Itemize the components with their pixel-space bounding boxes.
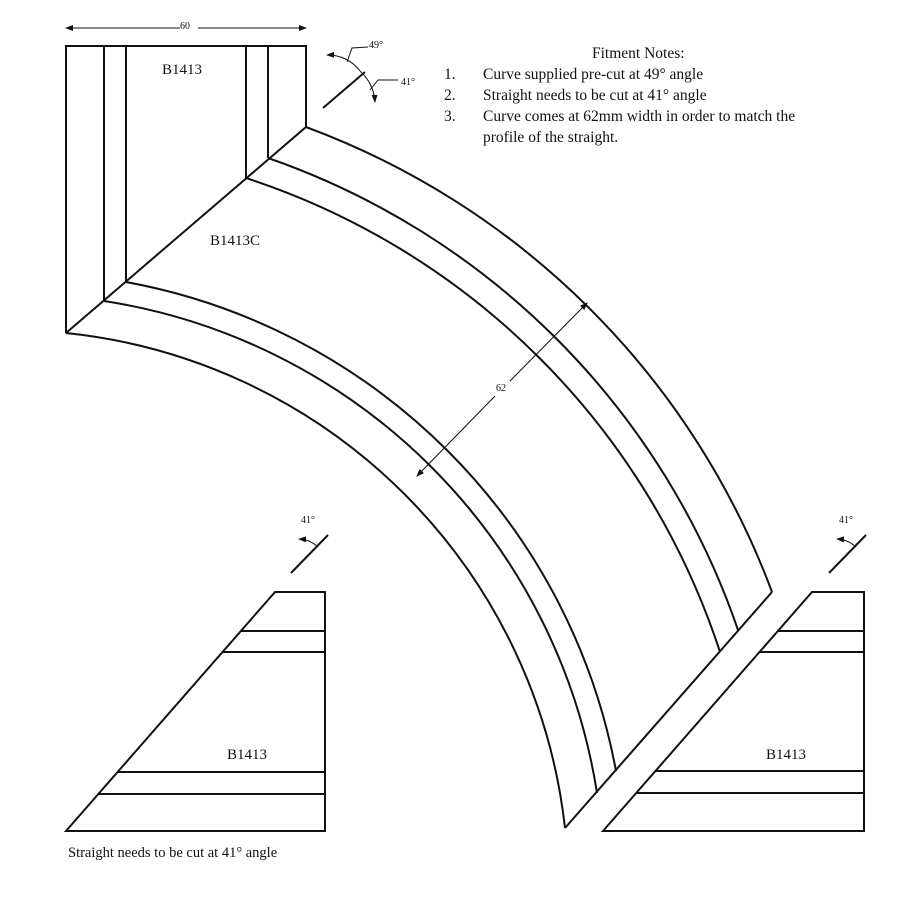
leader-line — [346, 46, 369, 63]
angle-arc-right — [836, 536, 857, 548]
dimension-62: 62 — [496, 383, 506, 394]
note-text: Curve supplied pre-cut at 49° angle — [483, 66, 704, 83]
angle-label-right: 41° — [839, 515, 853, 526]
dimension-60: 60 — [180, 21, 190, 32]
angle-arc-49 — [326, 51, 361, 72]
joint-line — [65, 126, 307, 334]
curve-profile-line — [245, 177, 721, 653]
label-curve: B1413C — [210, 233, 261, 249]
note-number: 3. — [444, 108, 456, 125]
angle-arc-41 — [359, 70, 378, 103]
label-top-straight: B1413 — [162, 62, 203, 78]
leader-line — [369, 79, 398, 91]
note-2: 2. Straight needs to be cut at 41° angle — [444, 85, 707, 106]
note-text: Straight needs to be cut at 41° angle — [483, 87, 707, 104]
angle-cut-symbol-left — [290, 534, 329, 574]
note-text: Curve comes at 62mm width in order to ma… — [483, 108, 796, 125]
angle-cut-symbol — [322, 71, 366, 109]
curve-cut-line — [564, 591, 773, 829]
curve-outer-edge — [305, 126, 773, 593]
left-straight-outline — [63, 591, 326, 832]
right-straight-piece — [600, 591, 865, 832]
angle-label-left: 41° — [301, 515, 315, 526]
note-1: 1. Curve supplied pre-cut at 49° angle — [444, 64, 703, 85]
curve-profile-line — [125, 281, 617, 772]
left-straight-piece — [63, 591, 326, 832]
angle-arc-left — [298, 536, 319, 548]
curve-profile-line — [267, 157, 739, 631]
angle-label-49: 49° — [369, 40, 383, 51]
top-straight-piece — [65, 45, 307, 334]
note-number: 1. — [444, 66, 456, 83]
right-straight-outline — [600, 591, 865, 832]
notes-title: Fitment Notes: — [592, 45, 685, 62]
note-3: 3. Curve comes at 62mm width in order to … — [444, 106, 795, 127]
curve-profile-line — [103, 300, 598, 794]
top-straight-outline — [65, 45, 307, 333]
note-3-continued: profile of the straight. — [483, 129, 619, 146]
curve-inner-edge — [65, 332, 566, 829]
curve-piece — [65, 126, 773, 829]
label-right-straight: B1413 — [766, 747, 807, 763]
dimension-arrow — [509, 302, 588, 382]
note-number: 2. — [444, 87, 456, 104]
caption: Straight needs to be cut at 41° angle — [68, 845, 278, 861]
angle-label-41: 41° — [401, 77, 415, 88]
dimension-arrow — [416, 395, 496, 477]
angle-cut-symbol-right — [828, 534, 867, 574]
label-left-straight: B1413 — [227, 747, 268, 763]
